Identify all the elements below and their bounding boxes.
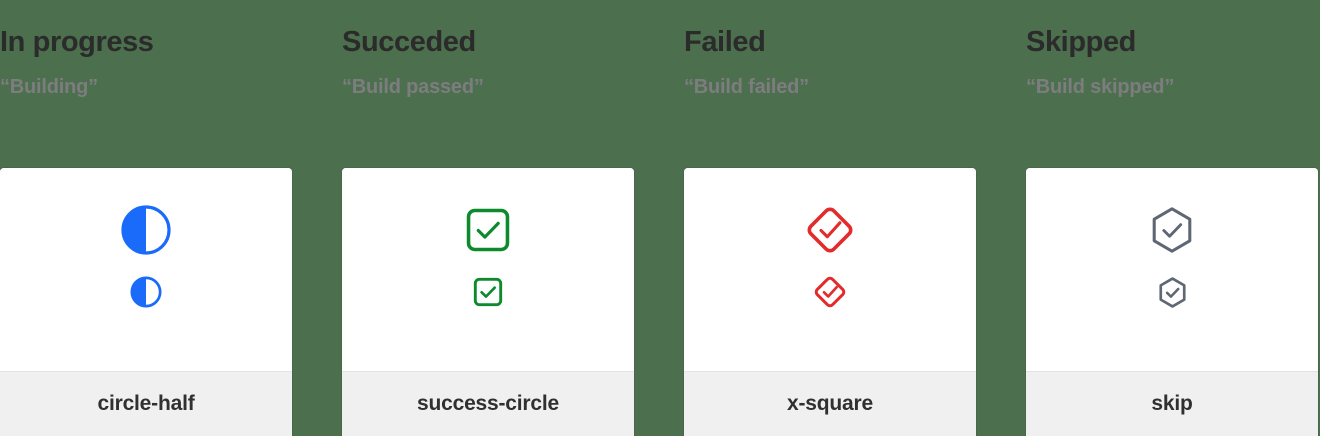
column-heading-in-progress: In progress “Building”	[0, 26, 330, 98]
icon-card-circle-half[interactable]: circle-half	[0, 168, 292, 436]
icon-card-footer: x-square	[684, 371, 976, 436]
column-heading-succeded: Succeded “Build passed”	[342, 26, 672, 98]
success-circle-icon-small	[470, 274, 506, 310]
x-square-icon-small	[812, 274, 848, 310]
icon-card-body	[342, 168, 634, 371]
skip-icon	[1144, 202, 1200, 258]
circle-half-icon-small	[128, 274, 164, 310]
column-title: Succeded	[342, 26, 476, 58]
icon-card-footer: circle-half	[0, 371, 292, 436]
column-subtitle: “Build skipped”	[1026, 76, 1175, 98]
icon-card-footer: skip	[1026, 371, 1318, 436]
column-subtitle: “Build passed”	[342, 76, 484, 98]
icon-name-label: success-circle	[417, 392, 559, 415]
column-subtitle: “Building”	[0, 76, 98, 98]
icon-card-success-circle[interactable]: success-circle	[342, 168, 634, 436]
icon-name-label: circle-half	[97, 392, 195, 415]
success-circle-icon	[460, 202, 516, 258]
icon-card-body	[684, 168, 976, 371]
column-subtitle: “Build failed”	[684, 76, 809, 98]
x-square-icon	[802, 202, 858, 258]
column-title: In progress	[0, 26, 154, 58]
circle-half-icon	[118, 202, 174, 258]
icon-card-footer: success-circle	[342, 371, 634, 436]
status-column-in-progress: In progress “Building”	[0, 0, 342, 436]
column-heading-failed: Failed “Build failed”	[684, 26, 1014, 98]
status-column-succeded: Succeded “Build passed”	[342, 0, 684, 436]
skip-icon-small	[1154, 274, 1190, 310]
column-title: Failed	[684, 26, 766, 58]
column-title: Skipped	[1026, 26, 1136, 58]
icon-card-x-square[interactable]: x-square	[684, 168, 976, 436]
icon-name-label: x-square	[787, 392, 873, 415]
icon-card-skip[interactable]: skip	[1026, 168, 1318, 436]
column-heading-skipped: Skipped “Build skipped”	[1026, 26, 1320, 98]
icon-name-label: skip	[1151, 392, 1193, 415]
icon-card-body	[0, 168, 292, 371]
icon-card-body	[1026, 168, 1318, 371]
status-column-failed: Failed “Build failed”	[684, 0, 1026, 436]
status-column-skipped: Skipped “Build skipped”	[1026, 0, 1320, 436]
